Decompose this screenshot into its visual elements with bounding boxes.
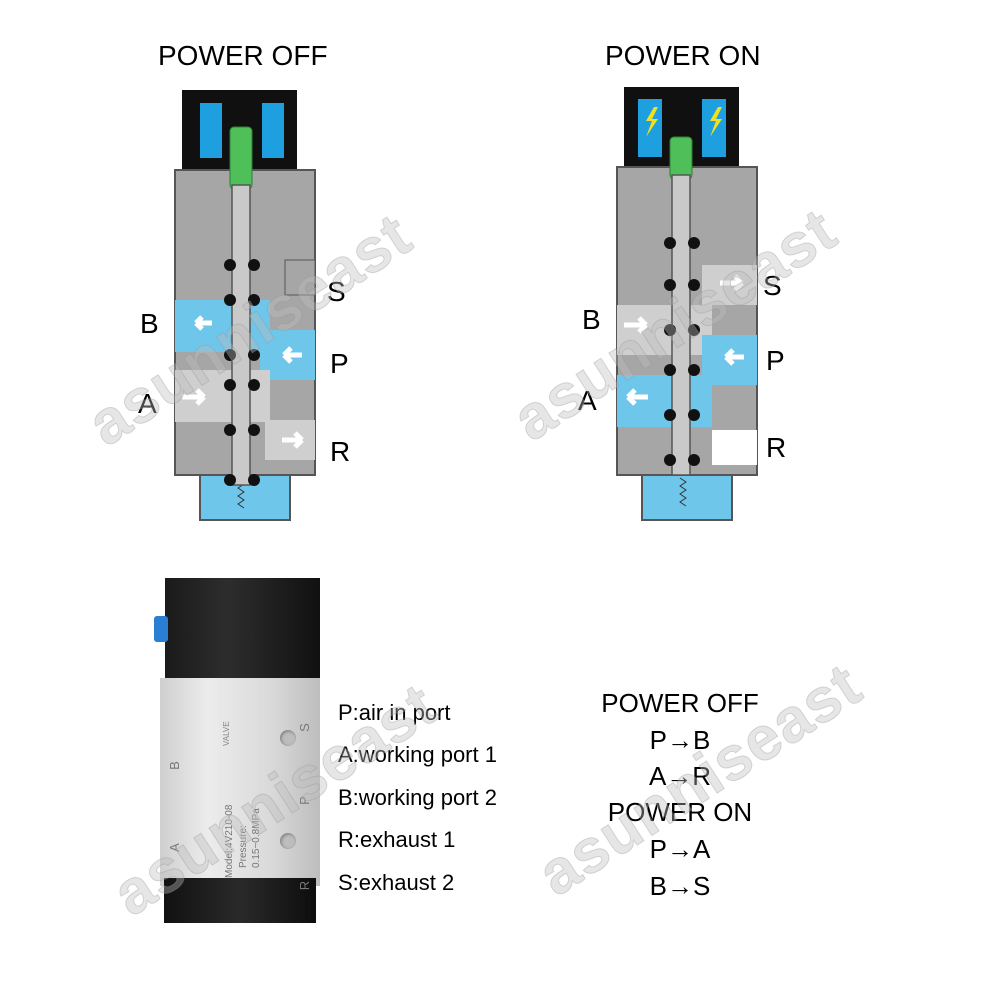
on-port-b: B	[582, 304, 601, 335]
summary-power-on: POWER ON	[607, 797, 753, 827]
valve-diagram-power-on	[616, 87, 758, 521]
summary-power-off: POWER OFF	[601, 688, 759, 718]
arrow-p-in-icon	[282, 346, 302, 364]
on-port-a: A	[578, 385, 597, 416]
plunger-head	[669, 136, 693, 180]
arrow-a-out-icon	[626, 388, 648, 406]
lightning-right-icon	[710, 107, 722, 137]
spring	[679, 477, 687, 507]
s-port-opening	[284, 259, 316, 296]
valve-top-block	[165, 578, 320, 686]
photo-label-valve: VALVE	[222, 721, 231, 746]
valve-side-fitting	[154, 616, 168, 642]
off-port-s: S	[327, 276, 346, 307]
summary-off-flow-2: A→R	[648, 761, 712, 791]
plunger-rod	[231, 184, 251, 486]
b-chamber	[175, 300, 270, 352]
o-rings	[664, 237, 700, 466]
on-port-p: P	[766, 345, 785, 376]
valve-bottom-block	[164, 878, 316, 923]
summary-on-flow-1: P→A	[649, 834, 711, 864]
spring-chamber	[641, 474, 733, 521]
on-port-s: S	[763, 270, 782, 301]
coil-window-left	[200, 103, 222, 158]
plunger-head	[229, 126, 253, 190]
off-port-p: P	[330, 348, 349, 379]
legend-item-p: P:air in port	[338, 700, 451, 725]
photo-letter-s: S	[296, 723, 312, 732]
off-port-a: A	[138, 388, 157, 419]
valve-diagram-power-off	[174, 90, 316, 521]
on-port-r: R	[766, 432, 787, 463]
legend-item-a: A:working port 1	[338, 742, 497, 767]
power-off-title: POWER OFF	[158, 40, 328, 71]
valve-port-hole-p	[280, 833, 296, 849]
photo-letter-b: B	[166, 761, 182, 770]
legend-item-s: S:exhaust 2	[338, 870, 455, 895]
valve-aluminum-body	[160, 678, 320, 886]
power-on-title: POWER ON	[605, 40, 761, 71]
valve-photo: S P R B A VALVE Model:4V210-08 Pressure:…	[154, 578, 320, 923]
summary-on-flow-2: B→S	[649, 871, 711, 901]
summary-off-flow-1: P→B	[649, 725, 711, 755]
coil-window-right	[262, 103, 284, 158]
arrow-b-in-icon	[624, 316, 648, 334]
legend-item-b: B:working port 2	[338, 785, 497, 810]
legend-item-r: R:exhaust 1	[338, 827, 456, 852]
off-port-r: R	[330, 436, 351, 467]
arrow-a-in-icon	[182, 388, 206, 406]
arrow-r-out-icon	[282, 431, 304, 449]
off-port-b: B	[140, 308, 159, 339]
arrow-p-in-icon	[724, 348, 744, 366]
arrow-b-out-icon	[194, 315, 212, 331]
valve-port-hole-s	[280, 730, 296, 746]
arrow-s-out-icon	[720, 274, 744, 292]
r-port-opening	[712, 430, 757, 465]
lightning-left-icon	[646, 107, 658, 137]
photo-letter-r: R	[297, 880, 313, 891]
o-rings	[224, 259, 260, 486]
